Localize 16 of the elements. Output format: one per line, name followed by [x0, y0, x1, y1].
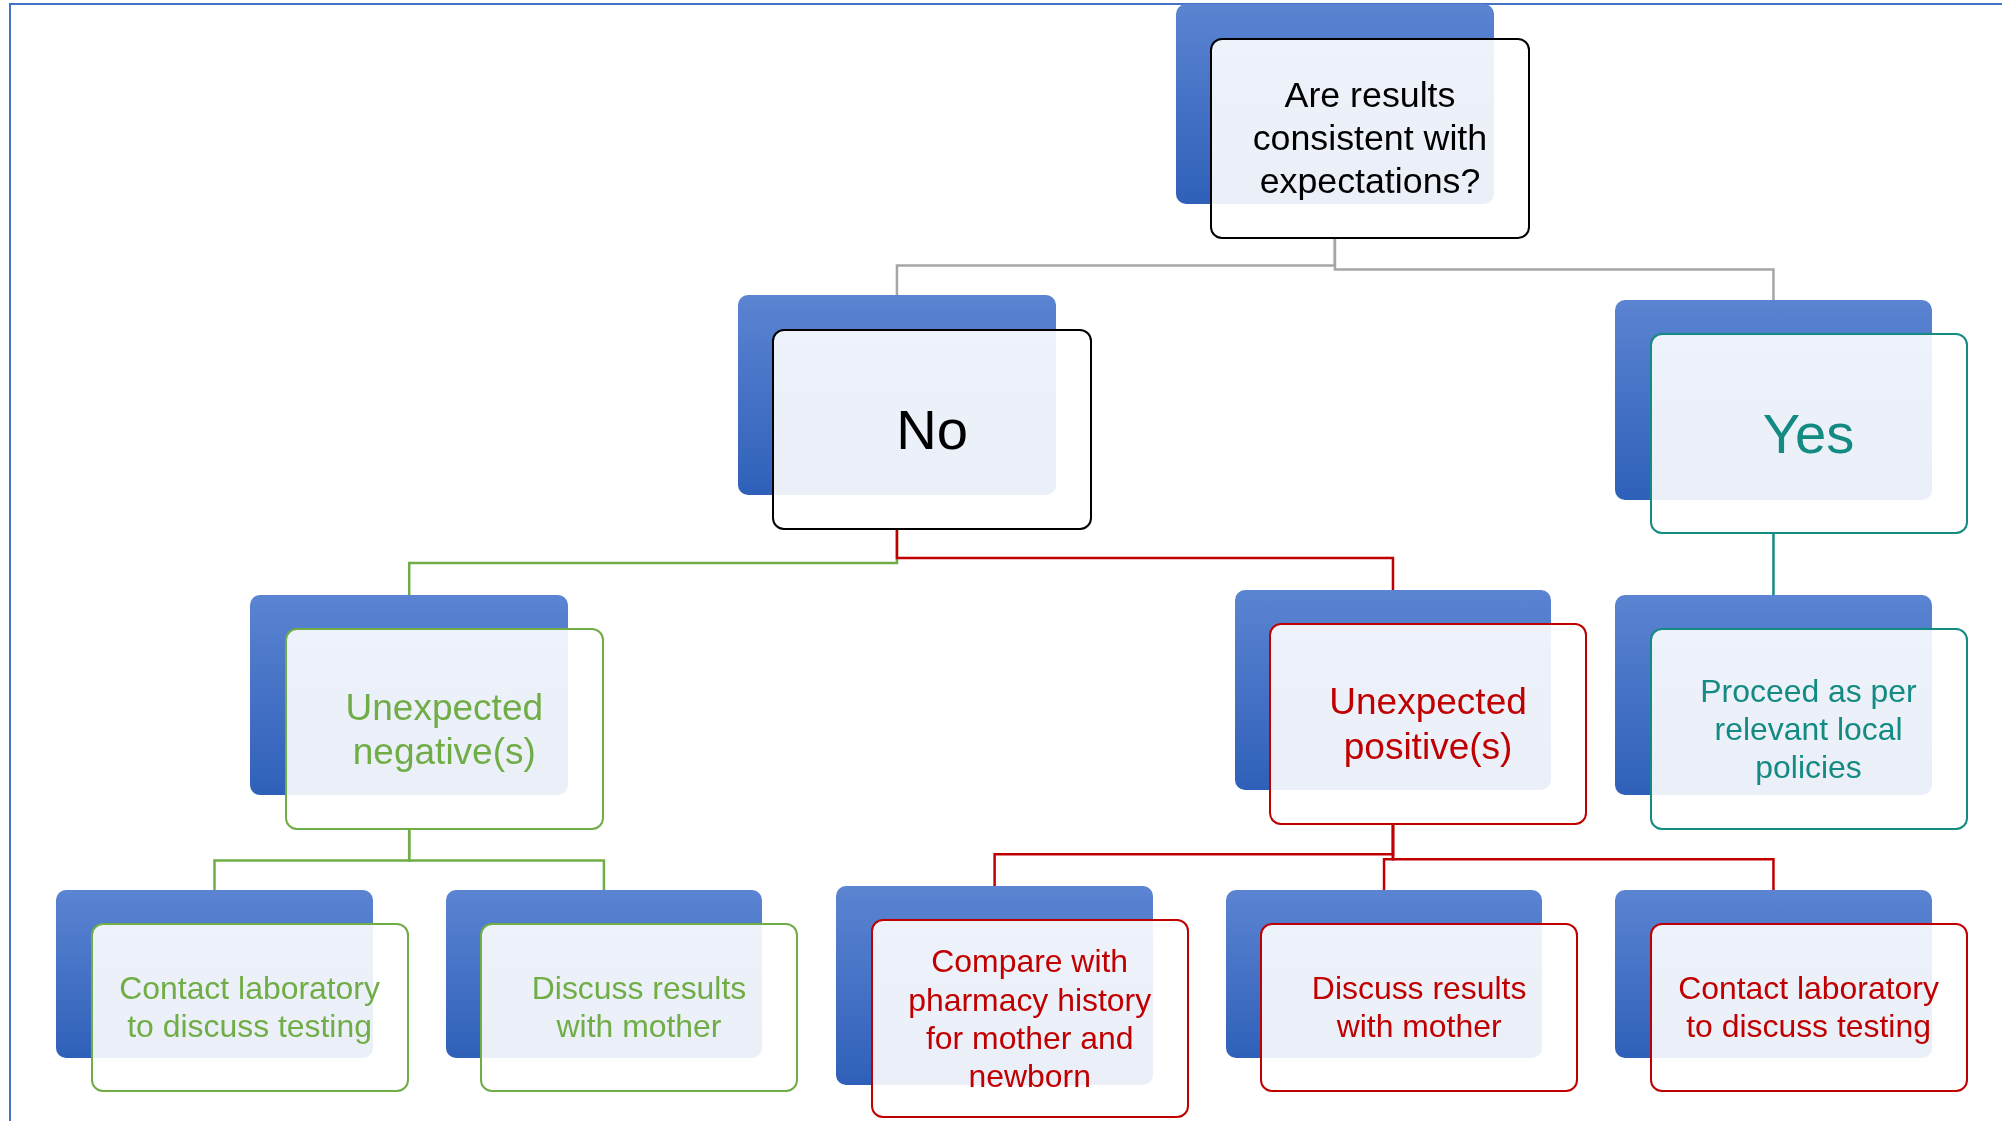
box-text: No [896, 396, 968, 463]
box-text: Unexpected negative(s) [344, 684, 545, 774]
connector-line [1772, 533, 1775, 595]
box-text: Discuss results with mother [1310, 969, 1528, 1046]
connector-line [1391, 824, 1775, 890]
box-text: Contact laboratory to discuss testing [1677, 969, 1940, 1046]
connector-line [407, 829, 606, 890]
box-text: Yes [1762, 400, 1855, 467]
box-text: Contact laboratory to discuss testing [118, 969, 381, 1046]
connector-line [1333, 238, 1775, 301]
connector-line [895, 529, 1395, 590]
box-text: Unexpected positive(s) [1328, 679, 1528, 769]
box-text: Are results consistent with expectations? [1251, 74, 1489, 203]
box-text: Discuss results with mother [530, 969, 748, 1046]
box-text: Proceed as per relevant local policies [1699, 671, 1918, 787]
box-text: Compare with pharmacy history for mother and newborn [907, 942, 1153, 1096]
